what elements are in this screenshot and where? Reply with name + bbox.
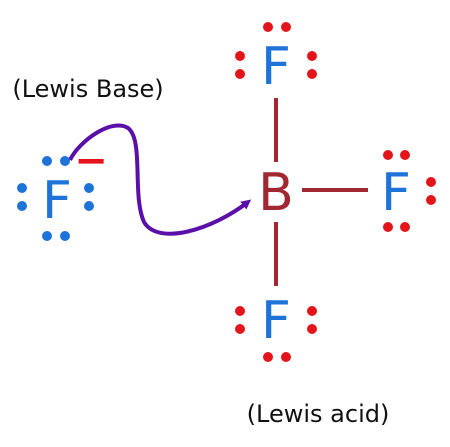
fluorine-bottom-lone-pairs <box>235 306 317 362</box>
negative-charge: − <box>74 138 108 184</box>
fluorine-top-atom: F <box>261 37 291 97</box>
fluorine-right-lone-pairs <box>383 150 436 232</box>
fluorine-top-lone-pairs <box>235 22 317 79</box>
fluoride-lone-pairs <box>17 156 94 241</box>
electron-donation-arrow <box>68 123 252 236</box>
lewis-base-label: (Lewis Base) <box>12 75 163 103</box>
boron-atom: B <box>258 163 294 223</box>
fluorine-bottom-atom: F <box>261 291 291 351</box>
lewis-acid-label: (Lewis acid) <box>247 400 390 428</box>
fluorine-right-atom: F <box>381 163 411 223</box>
fluoride-atom: F <box>42 171 72 231</box>
